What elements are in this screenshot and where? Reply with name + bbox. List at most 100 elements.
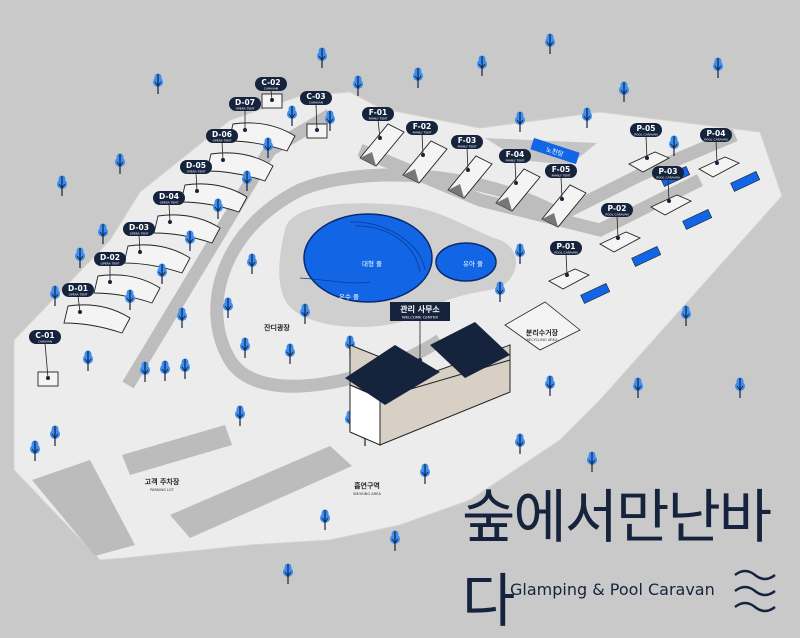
hot-pool-label: 온수 풀 [339,293,359,301]
unit-code: C-01 [35,331,54,340]
smoking-label: 흡연구역 [354,481,380,490]
tree-icon [320,509,330,530]
unit-p-01[interactable] [548,268,611,304]
unit-p-02[interactable] [599,231,662,267]
big-pool[interactable] [303,213,433,303]
unit-type: OPERA TENT [101,262,120,266]
unit-type: OPERA TENT [187,170,206,174]
unit-code: D-05 [186,161,206,170]
unit-type: FAMILY TENT [506,159,525,163]
tree-icon [325,110,335,131]
tree-icon [587,451,597,472]
tree-icon [247,253,257,274]
unit-type: OPERA TENT [69,293,88,297]
unit-code: F-05 [552,165,570,174]
unit-code: F-03 [458,136,476,145]
tree-icon [515,433,525,454]
tree-icon [300,303,310,324]
recycling-label-en: RECYCLING AREA [526,338,558,342]
unit-code: D-03 [129,223,149,232]
tree-icon [317,47,327,68]
map-subtitle: Glamping & Pool Caravan [510,580,715,599]
unit-f-01[interactable] [359,123,405,167]
unit-type: CARAVAN [264,87,278,91]
unit-code: D-06 [212,130,232,139]
tree-icon [185,230,195,251]
tree-icon [353,75,363,96]
unit-code: D-02 [100,253,120,262]
recycling-label: 분리수거장 [526,328,559,337]
unit-type: OPERA TENT [130,232,149,236]
unit-f-04[interactable] [495,168,541,212]
lawn-label: 잔디광장 [264,323,290,332]
tree-icon [545,33,555,54]
tree-icon [213,198,223,219]
unit-p-04[interactable] [698,156,761,192]
tree-icon [75,247,85,268]
unit-markers: C-01CARAVANC-02CARAVANC-03CARAVAND-01OPE… [29,77,732,380]
unit-f-02[interactable] [402,140,448,184]
parking-label-en: PARKING LOT [150,488,175,492]
big-pool-label: 대형 풀 [362,260,382,268]
unit-code: P-02 [608,204,627,213]
recycling-area[interactable] [504,301,581,351]
tree-icon [50,425,60,446]
waves-icon [734,569,776,613]
tree-icon [98,223,108,244]
tree-icon [160,360,170,381]
parking-lot [170,446,352,538]
tree-icon [115,153,125,174]
unit-f-03[interactable] [447,155,493,199]
unit-type: POOL CARAVAN [634,133,657,137]
welcome-center-building[interactable] [345,322,511,446]
tree-icon [477,55,487,76]
welcome-center-sign [390,302,450,321]
tree-icon [180,358,190,379]
kids-pool[interactable] [435,242,497,282]
unit-type: FAMILY TENT [458,145,477,149]
open-bath[interactable] [530,137,580,165]
unit-f-05[interactable] [541,184,587,228]
unit-code: C-02 [261,78,280,87]
unit-p-03[interactable] [650,194,713,230]
unit-type: FAMILY TENT [369,117,388,121]
tree-icon [515,111,525,132]
unit-code: F-02 [413,122,431,131]
tree-icon [495,281,505,302]
unit-code: C-03 [306,92,325,101]
welcome-center-label-en: WELCOME CENTER [402,315,438,320]
tree-icon [582,107,592,128]
tree-icon [242,170,252,191]
unit-type: POOL CARAVAN [554,251,577,255]
tree-icon [633,377,643,398]
unit-type: POOL CARAVAN [704,138,727,142]
parking-lot [32,460,135,556]
tree-icon [420,463,430,484]
tree-icon [240,337,250,358]
unit-code: D-07 [235,98,255,107]
unit-code: D-04 [159,192,179,201]
unit-type: FAMILY TENT [413,131,432,135]
tree-icon [140,361,150,382]
